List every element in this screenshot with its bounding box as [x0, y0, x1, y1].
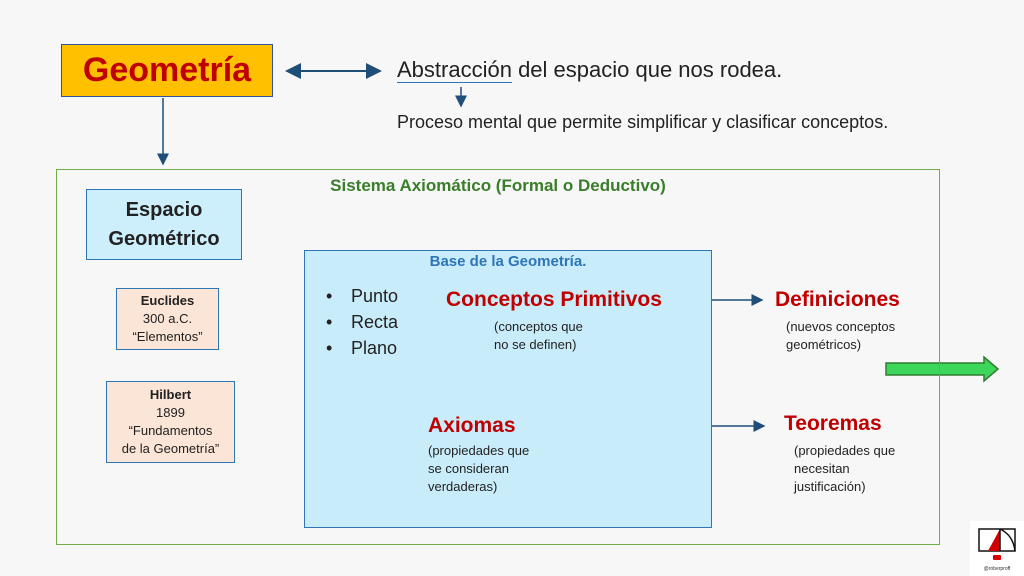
axioms-title: Axiomas — [428, 414, 516, 437]
theorems-title: Teoremas — [784, 412, 882, 435]
space-line1: Espacio — [125, 199, 203, 221]
channel-logo[interactable]: @roberproff — [970, 521, 1024, 576]
concepts-title: Conceptos Primitivos — [446, 288, 662, 311]
primitive-item: Plano — [326, 338, 397, 359]
primitive-item: Recta — [326, 312, 398, 333]
abstraction-rest: del espacio que nos rodea. — [511, 57, 783, 82]
hilbert-work2: de la Geometría” — [121, 441, 220, 456]
euclides-name: Euclides — [140, 293, 195, 308]
euclides-work: “Elementos” — [132, 329, 203, 344]
euclides-box: Euclides 300 a.C. “Elementos” — [116, 288, 219, 350]
logo-handle: @roberproff — [983, 566, 1011, 572]
axiomatic-system-frame — [56, 169, 940, 545]
green-arrow — [885, 355, 1000, 383]
hilbert-box: Hilbert 1899 “Fundamentos de la Geometrí… — [106, 381, 235, 463]
title-box: Geometría — [61, 44, 273, 97]
logo-icon — [978, 528, 1016, 560]
abstraction-text: Abstracción del espacio que nos rodea. — [397, 57, 782, 83]
base-title: Base de la Geometría. — [429, 253, 587, 270]
hilbert-name: Hilbert — [149, 387, 192, 402]
euclides-year: 300 a.C. — [142, 311, 193, 326]
definitions-title: Definiciones — [775, 288, 900, 311]
system-title: Sistema Axiomático (Formal o Deductivo) — [330, 176, 666, 195]
abstraction-keyword: Abstracción — [397, 57, 512, 83]
space-line2: Geométrico — [108, 228, 220, 250]
primitive-item: Punto — [326, 286, 398, 307]
process-text: Proceso mental que permite simplificar y… — [397, 112, 889, 132]
hilbert-work1: “Fundamentos — [128, 423, 213, 438]
space-box: Espacio Geométrico — [86, 189, 242, 260]
hilbert-year: 1899 — [156, 405, 185, 420]
